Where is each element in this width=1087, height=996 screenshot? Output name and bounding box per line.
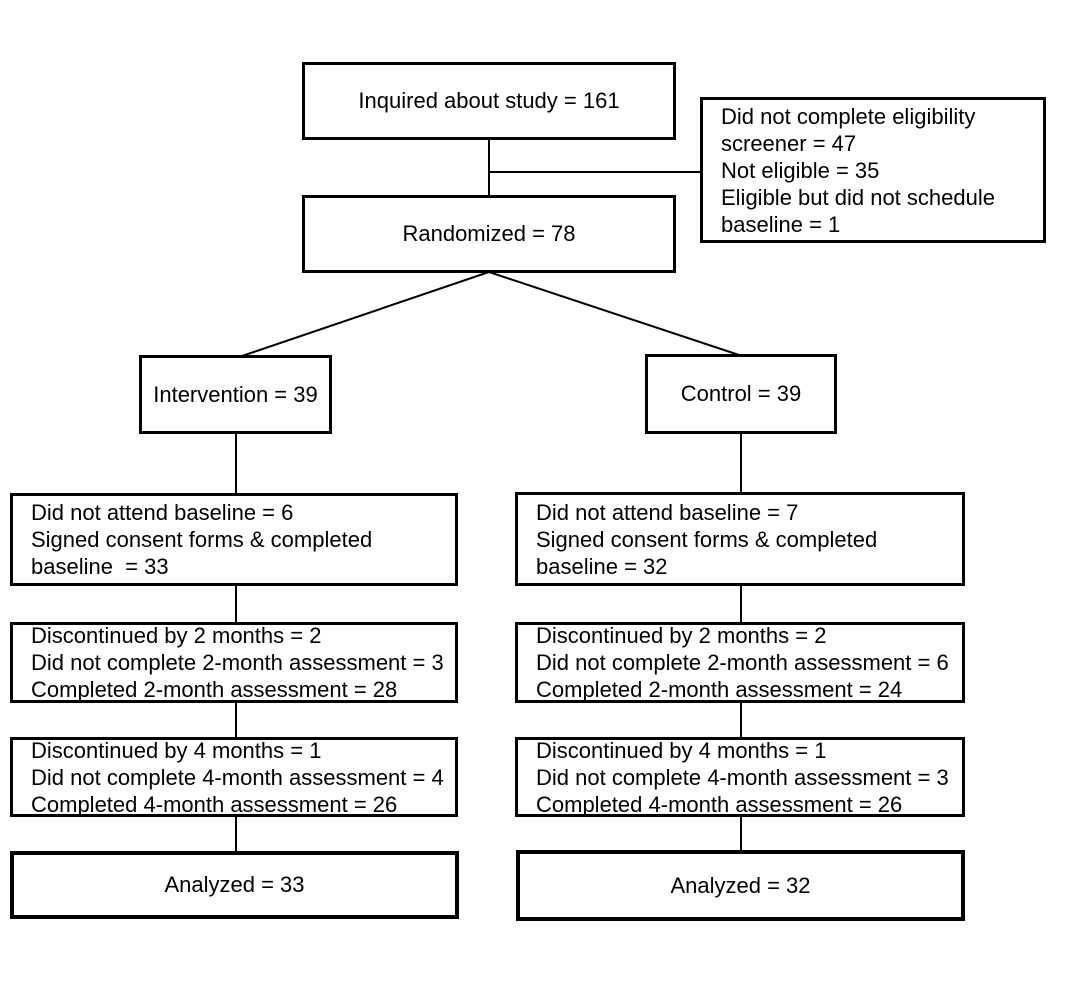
box-intervention-baseline: Did not attend baseline = 6 Signed conse… [10, 493, 458, 586]
eligibility-exclusions-line: baseline = 1 [721, 211, 841, 237]
box-eligibility-exclusions: Did not complete eligibility screener = … [700, 97, 1046, 243]
connector-randomized-control [488, 271, 740, 356]
intervention-2month-line: Did not complete 2-month assessment = 3 [31, 650, 444, 675]
intervention-baseline-line: Signed consent forms & completed [31, 527, 373, 552]
control-baseline-line: Did not attend baseline = 7 [536, 499, 799, 525]
connector-randomized-intervention [241, 271, 490, 357]
box-inquired-label: Inquired about study = 161 [358, 88, 620, 113]
intervention-4month-line: Discontinued by 4 months = 1 [31, 737, 322, 763]
eligibility-exclusions-line: Eligible but did not schedule [721, 184, 995, 210]
intervention-2month-line: Completed 2-month assessment = 28 [31, 677, 398, 702]
box-intervention-2month: Discontinued by 2 months = 2 Did not com… [10, 622, 458, 703]
control-2month-line: Did not complete 2-month assessment = 6 [536, 650, 949, 675]
eligibility-exclusions-line: Not eligible = 35 [721, 157, 880, 183]
box-intervention-4month: Discontinued by 4 months = 1 Did not com… [10, 737, 458, 817]
box-control-4month: Discontinued by 4 months = 1 Did not com… [515, 737, 965, 817]
box-control-2month: Discontinued by 2 months = 2 Did not com… [515, 622, 965, 703]
control-2month-line: Completed 2-month assessment = 24 [536, 677, 903, 702]
control-4month-line: Completed 4-month assessment = 26 [536, 791, 903, 817]
box-intervention-analyzed: Analyzed = 33 [10, 851, 459, 919]
intervention-2month-line: Discontinued by 2 months = 2 [31, 623, 322, 648]
control-4month-line: Discontinued by 4 months = 1 [536, 737, 827, 763]
control-2month-line: Discontinued by 2 months = 2 [536, 623, 827, 648]
control-baseline-line: baseline = 32 [536, 553, 668, 579]
box-randomized-label: Randomized = 78 [402, 221, 576, 246]
eligibility-exclusions-line: screener = 47 [721, 130, 857, 156]
box-control-analyzed-label: Analyzed = 32 [670, 872, 811, 898]
box-intervention-label: Intervention = 39 [153, 381, 318, 407]
box-control-label: Control = 39 [680, 381, 802, 406]
intervention-4month-line: Completed 4-month assessment = 26 [31, 791, 398, 817]
box-control: Control = 39 [645, 354, 837, 434]
intervention-4month-line: Did not complete 4-month assessment = 4 [31, 764, 444, 790]
eligibility-exclusions-line: Did not complete eligibility [721, 103, 976, 129]
box-intervention-analyzed-label: Analyzed = 33 [164, 872, 305, 897]
control-4month-line: Did not complete 4-month assessment = 3 [536, 764, 949, 790]
box-randomized: Randomized = 78 [302, 195, 676, 273]
box-inquired: Inquired about study = 161 [302, 62, 676, 140]
box-intervention: Intervention = 39 [139, 355, 332, 434]
intervention-baseline-line: baseline = 33 [31, 554, 169, 579]
box-control-analyzed: Analyzed = 32 [516, 850, 965, 921]
control-baseline-line: Signed consent forms & completed [536, 526, 878, 552]
box-control-baseline: Did not attend baseline = 7 Signed conse… [515, 492, 965, 586]
intervention-baseline-line: Did not attend baseline = 6 [31, 500, 294, 525]
